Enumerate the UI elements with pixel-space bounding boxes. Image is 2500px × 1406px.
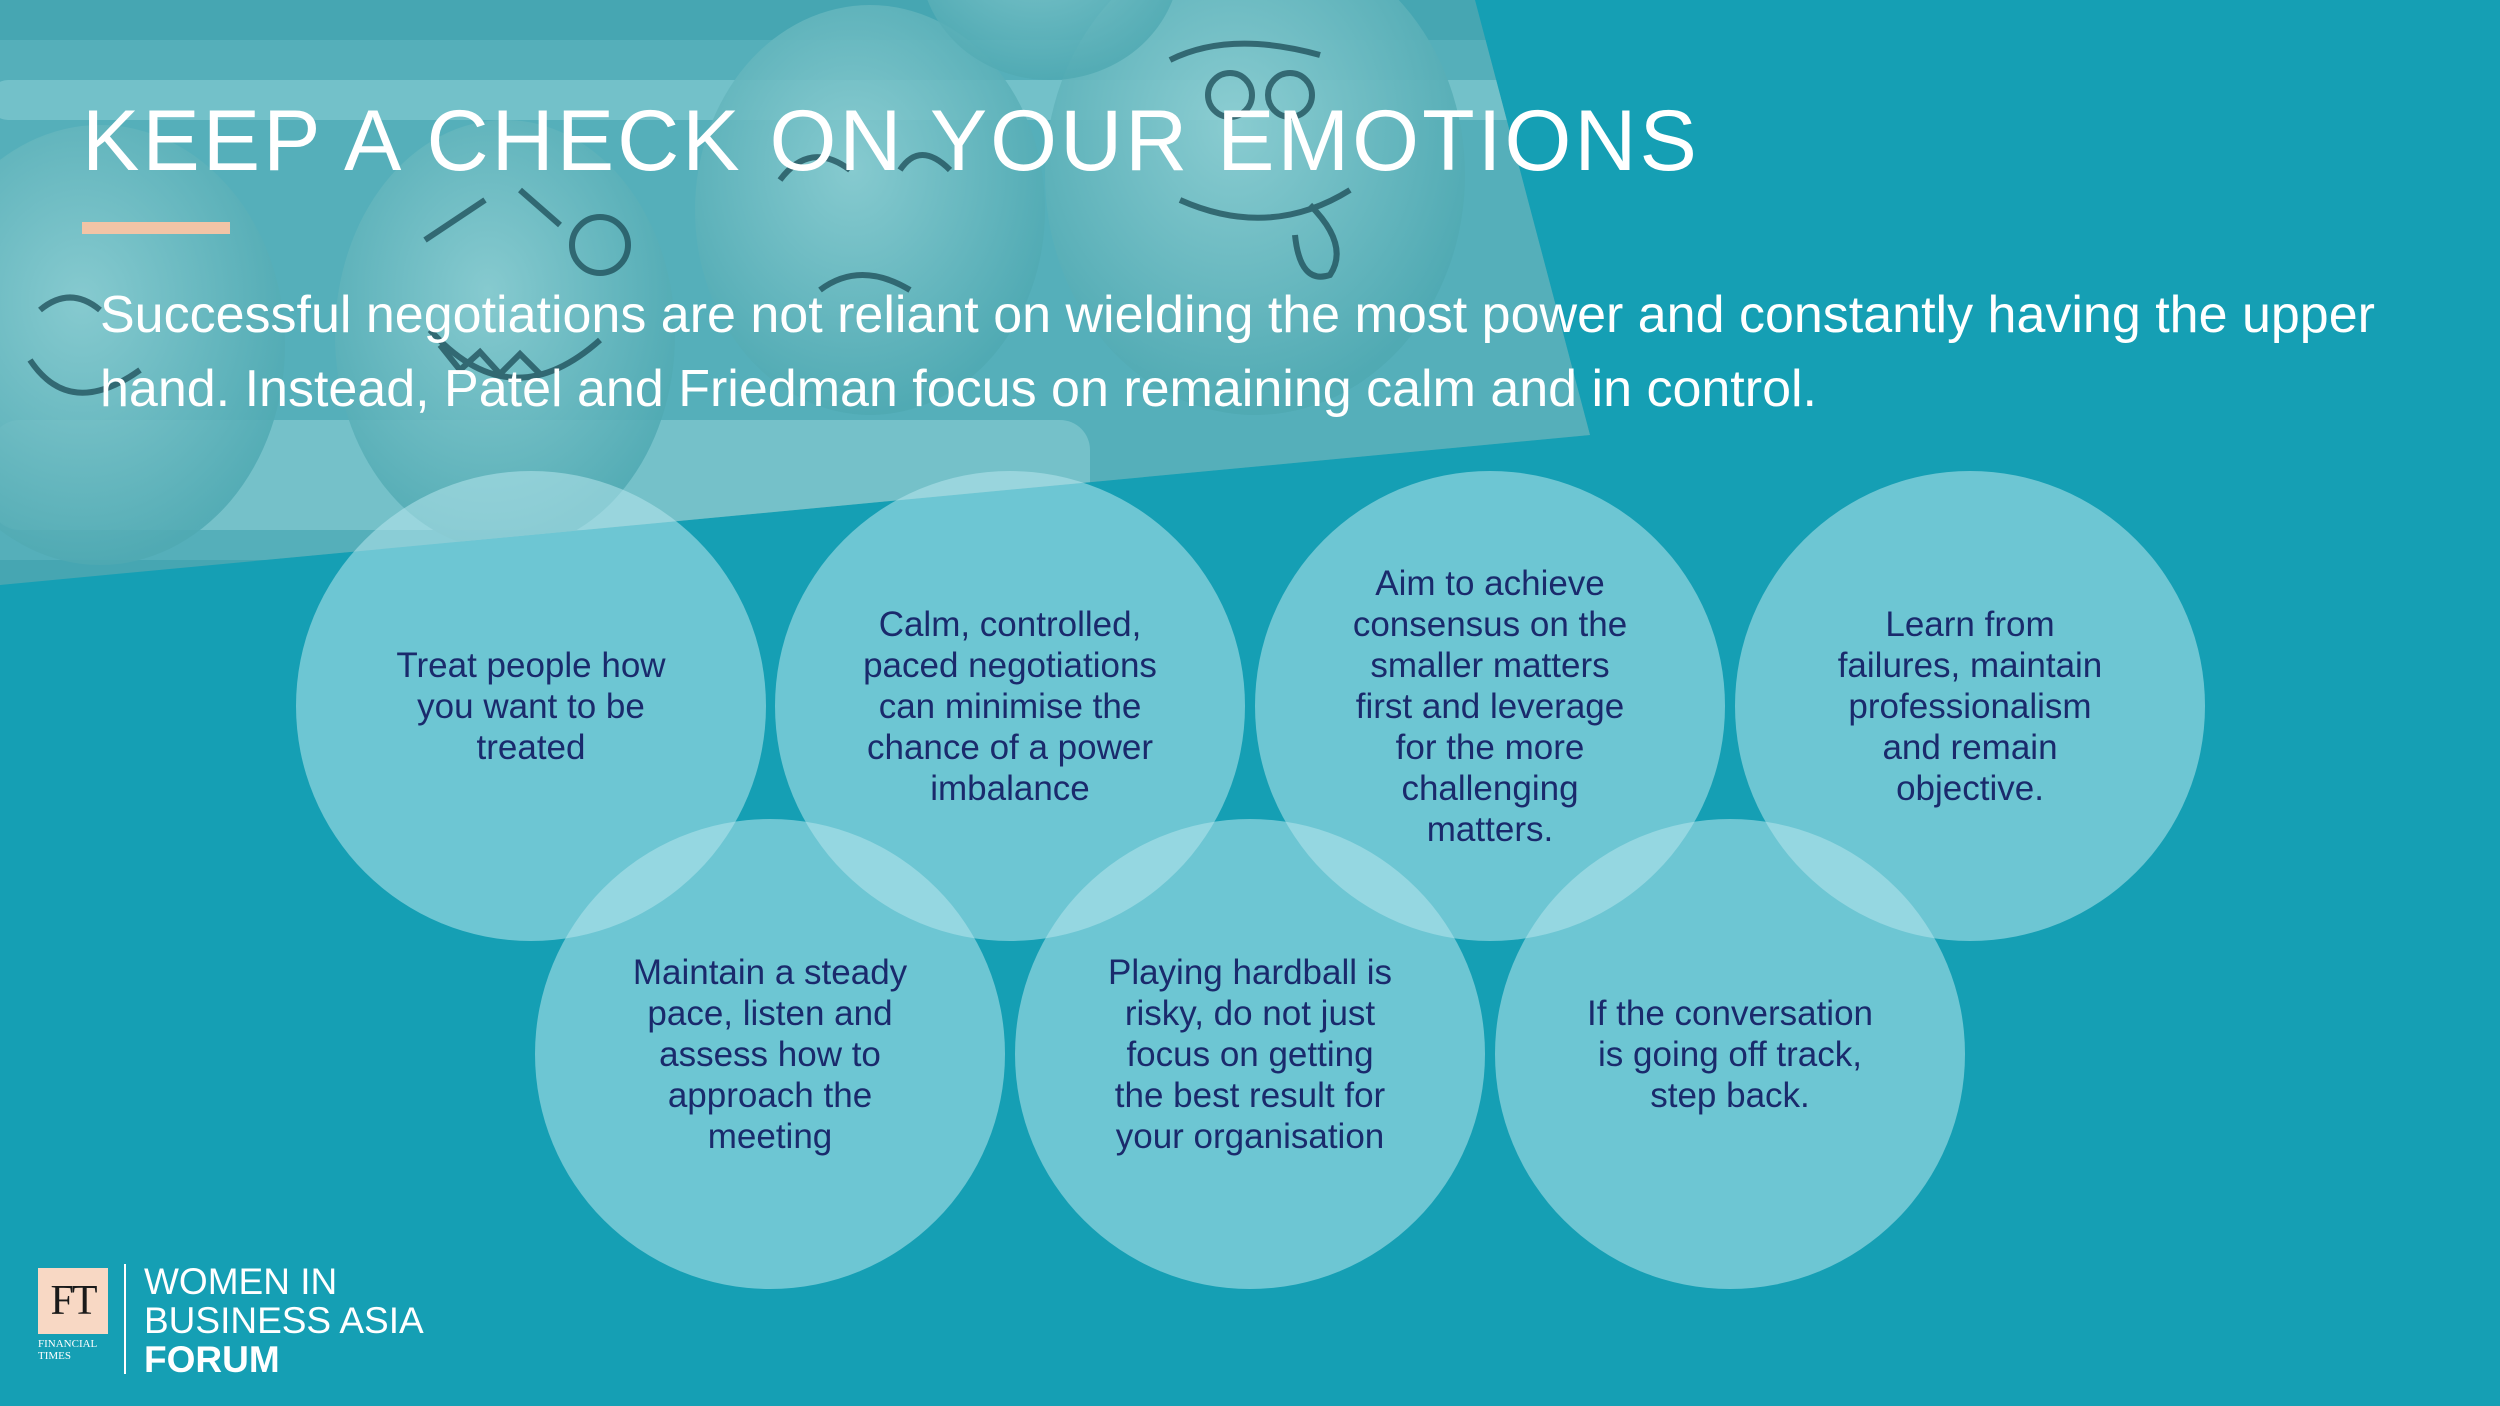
tip-text: Playing hardball is risky, do not just f… [1107,952,1393,1156]
tip-circle-treat-people: Treat people how you want to be treated [296,471,766,941]
ft-logo-mark: FT [38,1268,108,1334]
tip-text: Calm, controlled, paced negotiations can… [863,604,1157,808]
tip-text: Learn from failures, maintain profession… [1837,604,2103,808]
page-title: KEEP A CHECK ON YOUR EMOTIONS [82,93,1700,189]
ft-forum-logo: FT Financial Times WOMEN IN BUSINESS ASI… [38,1260,458,1380]
tip-text: Treat people how you want to be treated [396,645,666,767]
tip-text: Aim to achieve consensus on the smaller … [1352,563,1628,849]
tip-circle-step-back: If the conversation is going off track, … [1495,819,1965,1289]
forum-name-line-2: BUSINESS ASIA [144,1300,424,1341]
forum-name-line-3: FORUM [144,1339,280,1380]
tip-text: If the conversation is going off track, … [1587,993,1873,1115]
tip-circle-steady-pace: Maintain a steady pace, listen and asses… [535,819,1005,1289]
ft-letters: FT [50,1278,97,1324]
tip-circle-consensus: Aim to achieve consensus on the smaller … [1255,471,1725,941]
tip-text: Maintain a steady pace, listen and asses… [632,952,908,1156]
tip-circle-hardball: Playing hardball is risky, do not just f… [1015,819,1485,1289]
ft-logo-caption: Financial Times [38,1338,97,1362]
logo-divider [124,1264,126,1374]
title-accent-bar [82,222,230,234]
forum-name: WOMEN IN BUSINESS ASIA FORUM [144,1262,424,1379]
forum-name-line-1: WOMEN IN [144,1261,338,1302]
intro-text: Successful negotiations are not reliant … [100,286,2375,418]
